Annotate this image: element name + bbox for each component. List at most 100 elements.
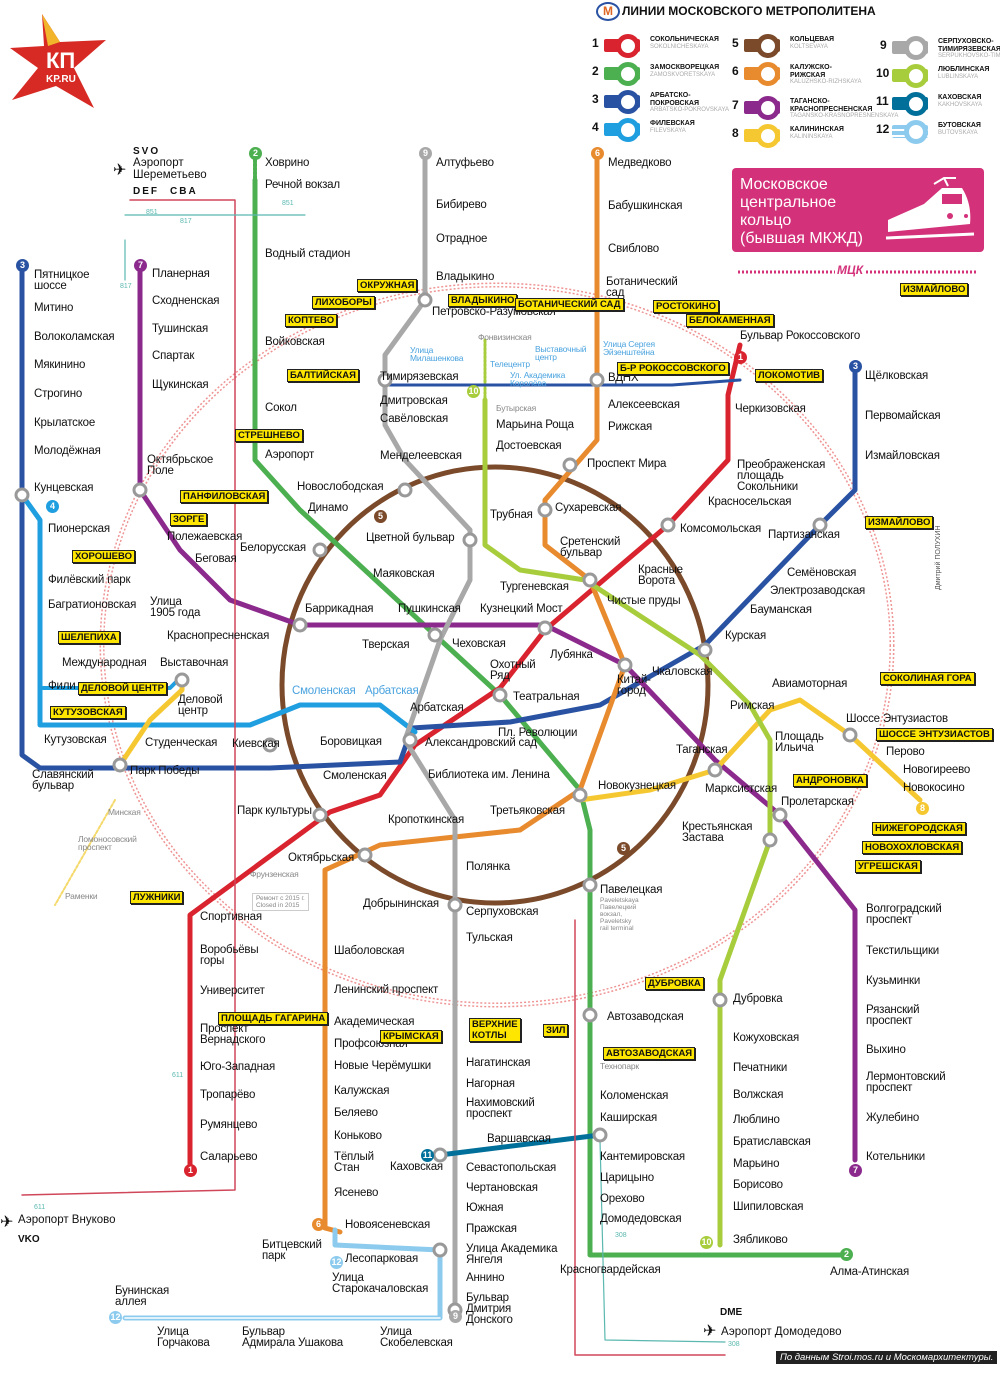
station-label: Зябликово: [733, 1234, 788, 1246]
station-label: Сокольники: [737, 481, 798, 493]
legend-station-icon: [756, 34, 780, 58]
interchange-node: [537, 502, 553, 518]
station-label: Преображенская площадь: [737, 459, 826, 482]
interchange-node: [132, 482, 148, 498]
mcc-station-label: ИЗМАЙЛОВО: [900, 283, 969, 296]
station-label: Бибирево: [436, 199, 487, 211]
station-label: Нахимовский проспект: [466, 1097, 535, 1120]
station-label: Южная: [466, 1202, 504, 1214]
station-label: Волжская: [733, 1089, 784, 1101]
line-number-badge: 3: [849, 360, 862, 373]
legend-station-icon: [616, 90, 640, 114]
legend-number: 11: [876, 94, 889, 108]
vko-code: VKO: [18, 1234, 40, 1245]
mcc-station-label: КУТУЗОВСКАЯ: [50, 706, 126, 719]
station-label: Жулебино: [866, 1112, 920, 1124]
mcc-station-label: ЛУЖНИКИ: [130, 891, 184, 904]
station-label: Маяковская: [373, 568, 435, 580]
line-6: [322, 152, 628, 1235]
mcc-station-label: ДУБРОВКА: [645, 977, 704, 990]
station-label: Дубровка: [733, 993, 783, 1005]
bus-route-dme: [599, 1139, 726, 1343]
station-label: Тульская: [466, 932, 513, 944]
station-label: Сходненская: [152, 295, 220, 307]
station-label: Бауманская: [750, 604, 812, 616]
line-number-badge: 8: [916, 802, 929, 815]
interchange-node: [842, 727, 858, 743]
station-label: Арбатская: [410, 702, 464, 714]
station-label: Новокосино: [903, 782, 965, 794]
station-label: Войковская: [265, 336, 325, 348]
station-label: Саларьево: [200, 1151, 258, 1163]
legend-line-name: ЗАМОСКВОРЕЦКАЯ: [650, 64, 720, 71]
mcc-station-label: СТРЕШНЕВО: [235, 429, 303, 442]
station-label: Крылатское: [34, 417, 96, 429]
station-label: Тургеневская: [500, 581, 569, 593]
station-label: Чкаловская: [652, 666, 713, 678]
station-label: Багратионовская: [48, 599, 137, 611]
station-label: Александровский сад: [425, 737, 537, 749]
station-label: Бутырская: [496, 403, 537, 413]
interchange-node: [427, 627, 443, 643]
station-label: Ботанический сад: [606, 276, 678, 299]
svo-airport: Аэропорт Шереметьево: [133, 157, 207, 181]
station-label: Шаболовская: [334, 945, 405, 957]
station-label: Нагорная: [466, 1078, 515, 1090]
station-label: Ховрино: [265, 157, 310, 169]
legend-number: 2: [592, 64, 599, 78]
mcc-station-label: НИЖЕГОРОДСКАЯ: [872, 822, 966, 835]
station-label: Волоколамская: [34, 331, 115, 343]
line-3: [19, 267, 858, 771]
station-label: Ул. Академика Королёва: [510, 370, 566, 388]
station-label: Технопарк: [600, 1061, 639, 1071]
mcc-station-label: ИЗМАЙЛОВО: [865, 516, 934, 529]
line-number-badge: 2: [840, 1248, 853, 1261]
line-number-badge: 6: [312, 1218, 325, 1231]
station-label: Речной вокзал: [265, 179, 340, 191]
line-number-badge: 3: [16, 259, 29, 272]
station-label: Китай- город: [617, 674, 651, 697]
station-label: Авиамоторная: [772, 678, 848, 690]
mcc-station-label: ПЛОЩАДЬ ГАГАРИНА: [218, 1012, 329, 1025]
mcc-station-label: БОТАНИЧЕСКИЙ САД: [515, 298, 624, 311]
svo-terminals-def: DEF: [133, 186, 159, 197]
station-label: Улица Старокачаловская: [332, 1272, 429, 1295]
station-label: Аннино: [466, 1272, 505, 1284]
bus-611: 611: [34, 1204, 46, 1211]
station-label: Калужская: [334, 1085, 390, 1097]
station-label: Проспект Вернадского: [200, 1023, 266, 1046]
legend-number: 4: [592, 120, 599, 134]
mcc-station-label: ВЕРХНИЕ КОТЛЫ: [469, 1018, 521, 1042]
station-label: Улица Академика Янгеля: [466, 1243, 558, 1266]
line-number-badge: 10: [700, 1236, 713, 1249]
monorail: [383, 378, 742, 387]
mcc-station-label: НОВОХОХЛОВСКАЯ: [862, 841, 963, 854]
station-label: Достоевская: [496, 440, 562, 452]
station-label: Улица Скобелевская: [380, 1326, 453, 1349]
station-label: Баррикадная: [305, 603, 374, 615]
station-label: Митино: [34, 302, 74, 314]
station-label: Филёвский парк: [48, 574, 131, 586]
station-label: Алтуфьево: [436, 157, 494, 169]
mcc-station-label: ОКРУЖНАЯ: [357, 279, 418, 292]
interchange-node: [397, 482, 413, 498]
airplane-icon: ✈: [113, 162, 127, 179]
station-label: Пушкинская: [398, 603, 461, 615]
legend-station-icon: [756, 62, 780, 86]
station-label: Полянка: [466, 861, 510, 873]
line-number-badge: 7: [134, 259, 147, 272]
station-label: Люблино: [733, 1114, 780, 1126]
interchange-node: [617, 657, 633, 673]
station-label: Дмитровская: [380, 395, 448, 407]
station-label: Варшавская: [487, 1133, 551, 1145]
station-label: Улица Горчакова: [157, 1326, 210, 1349]
station-label: Смоленская: [323, 770, 387, 782]
station-label: Таганская: [676, 744, 728, 756]
legend-line-name: ЛЮБЛИНСКАЯ: [938, 66, 990, 73]
station-label: Бульвар Рокоссовского: [740, 330, 861, 342]
station-label: Каховская: [390, 1161, 443, 1173]
station-label: Крестьянская Застава: [682, 821, 753, 844]
line-8-planned: [54, 799, 116, 906]
line-4: [19, 492, 418, 735]
